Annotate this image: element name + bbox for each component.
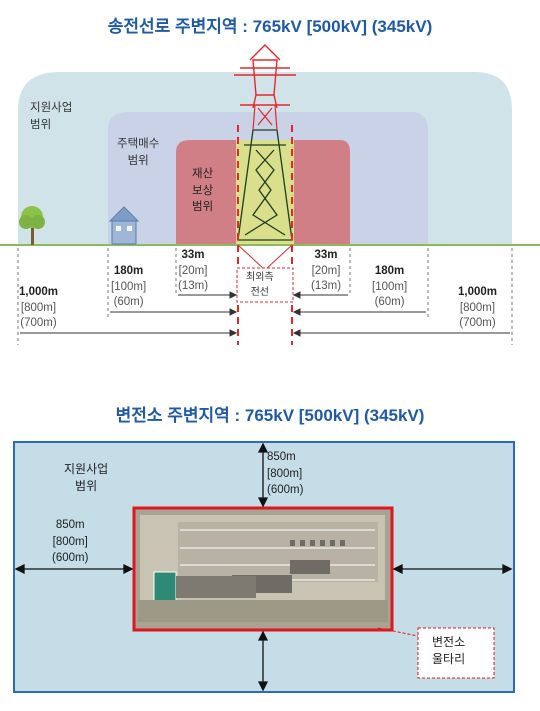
tower-corridor [236, 140, 294, 245]
outer-line-box [236, 267, 294, 303]
distance-right-180: 180m [100m] (60m) [372, 265, 408, 309]
substation-fence [132, 506, 394, 632]
substation-support-label: 지원사업 범위 [64, 462, 109, 494]
distance-left-1000: 1,000m [800m] (700m) [19, 286, 59, 330]
house-icon [108, 206, 140, 245]
fence-callout-line [377, 627, 419, 637]
distance-right-33: 33m [20m] (13m) [311, 249, 342, 293]
compensation-zone-label: 재산 보상 범위 [192, 168, 214, 214]
outer-line-label: 최외측 전선 [246, 272, 274, 298]
corridor-v [237, 244, 293, 271]
distance-top-label: 850m [800m] (600m) [267, 451, 304, 497]
support-zone-label: 지원사업 범위 [30, 102, 73, 131]
distance-left-label: 850m [800m] (600m) [52, 519, 89, 565]
substation-title: 변전소 주변지역 : 765kV [500kV] (345kV) [115, 406, 425, 425]
tower-icon [234, 44, 296, 109]
fence-callout-box [417, 627, 495, 679]
distance-left-180: 180m [100m] (60m) [111, 265, 147, 309]
tree-icon [19, 206, 45, 245]
transmission-title: 송전선로 주변지역 : 765kV [500kV] (345kV) [107, 17, 433, 36]
purchase-zone-label: 주택매수 범위 [117, 138, 160, 167]
fence-label: 변전소 울타리 [432, 635, 466, 667]
distance-left-33: 33m [20m] (13m) [178, 249, 209, 293]
distance-right-1000: 1,000m [800m] (700m) [458, 286, 498, 330]
